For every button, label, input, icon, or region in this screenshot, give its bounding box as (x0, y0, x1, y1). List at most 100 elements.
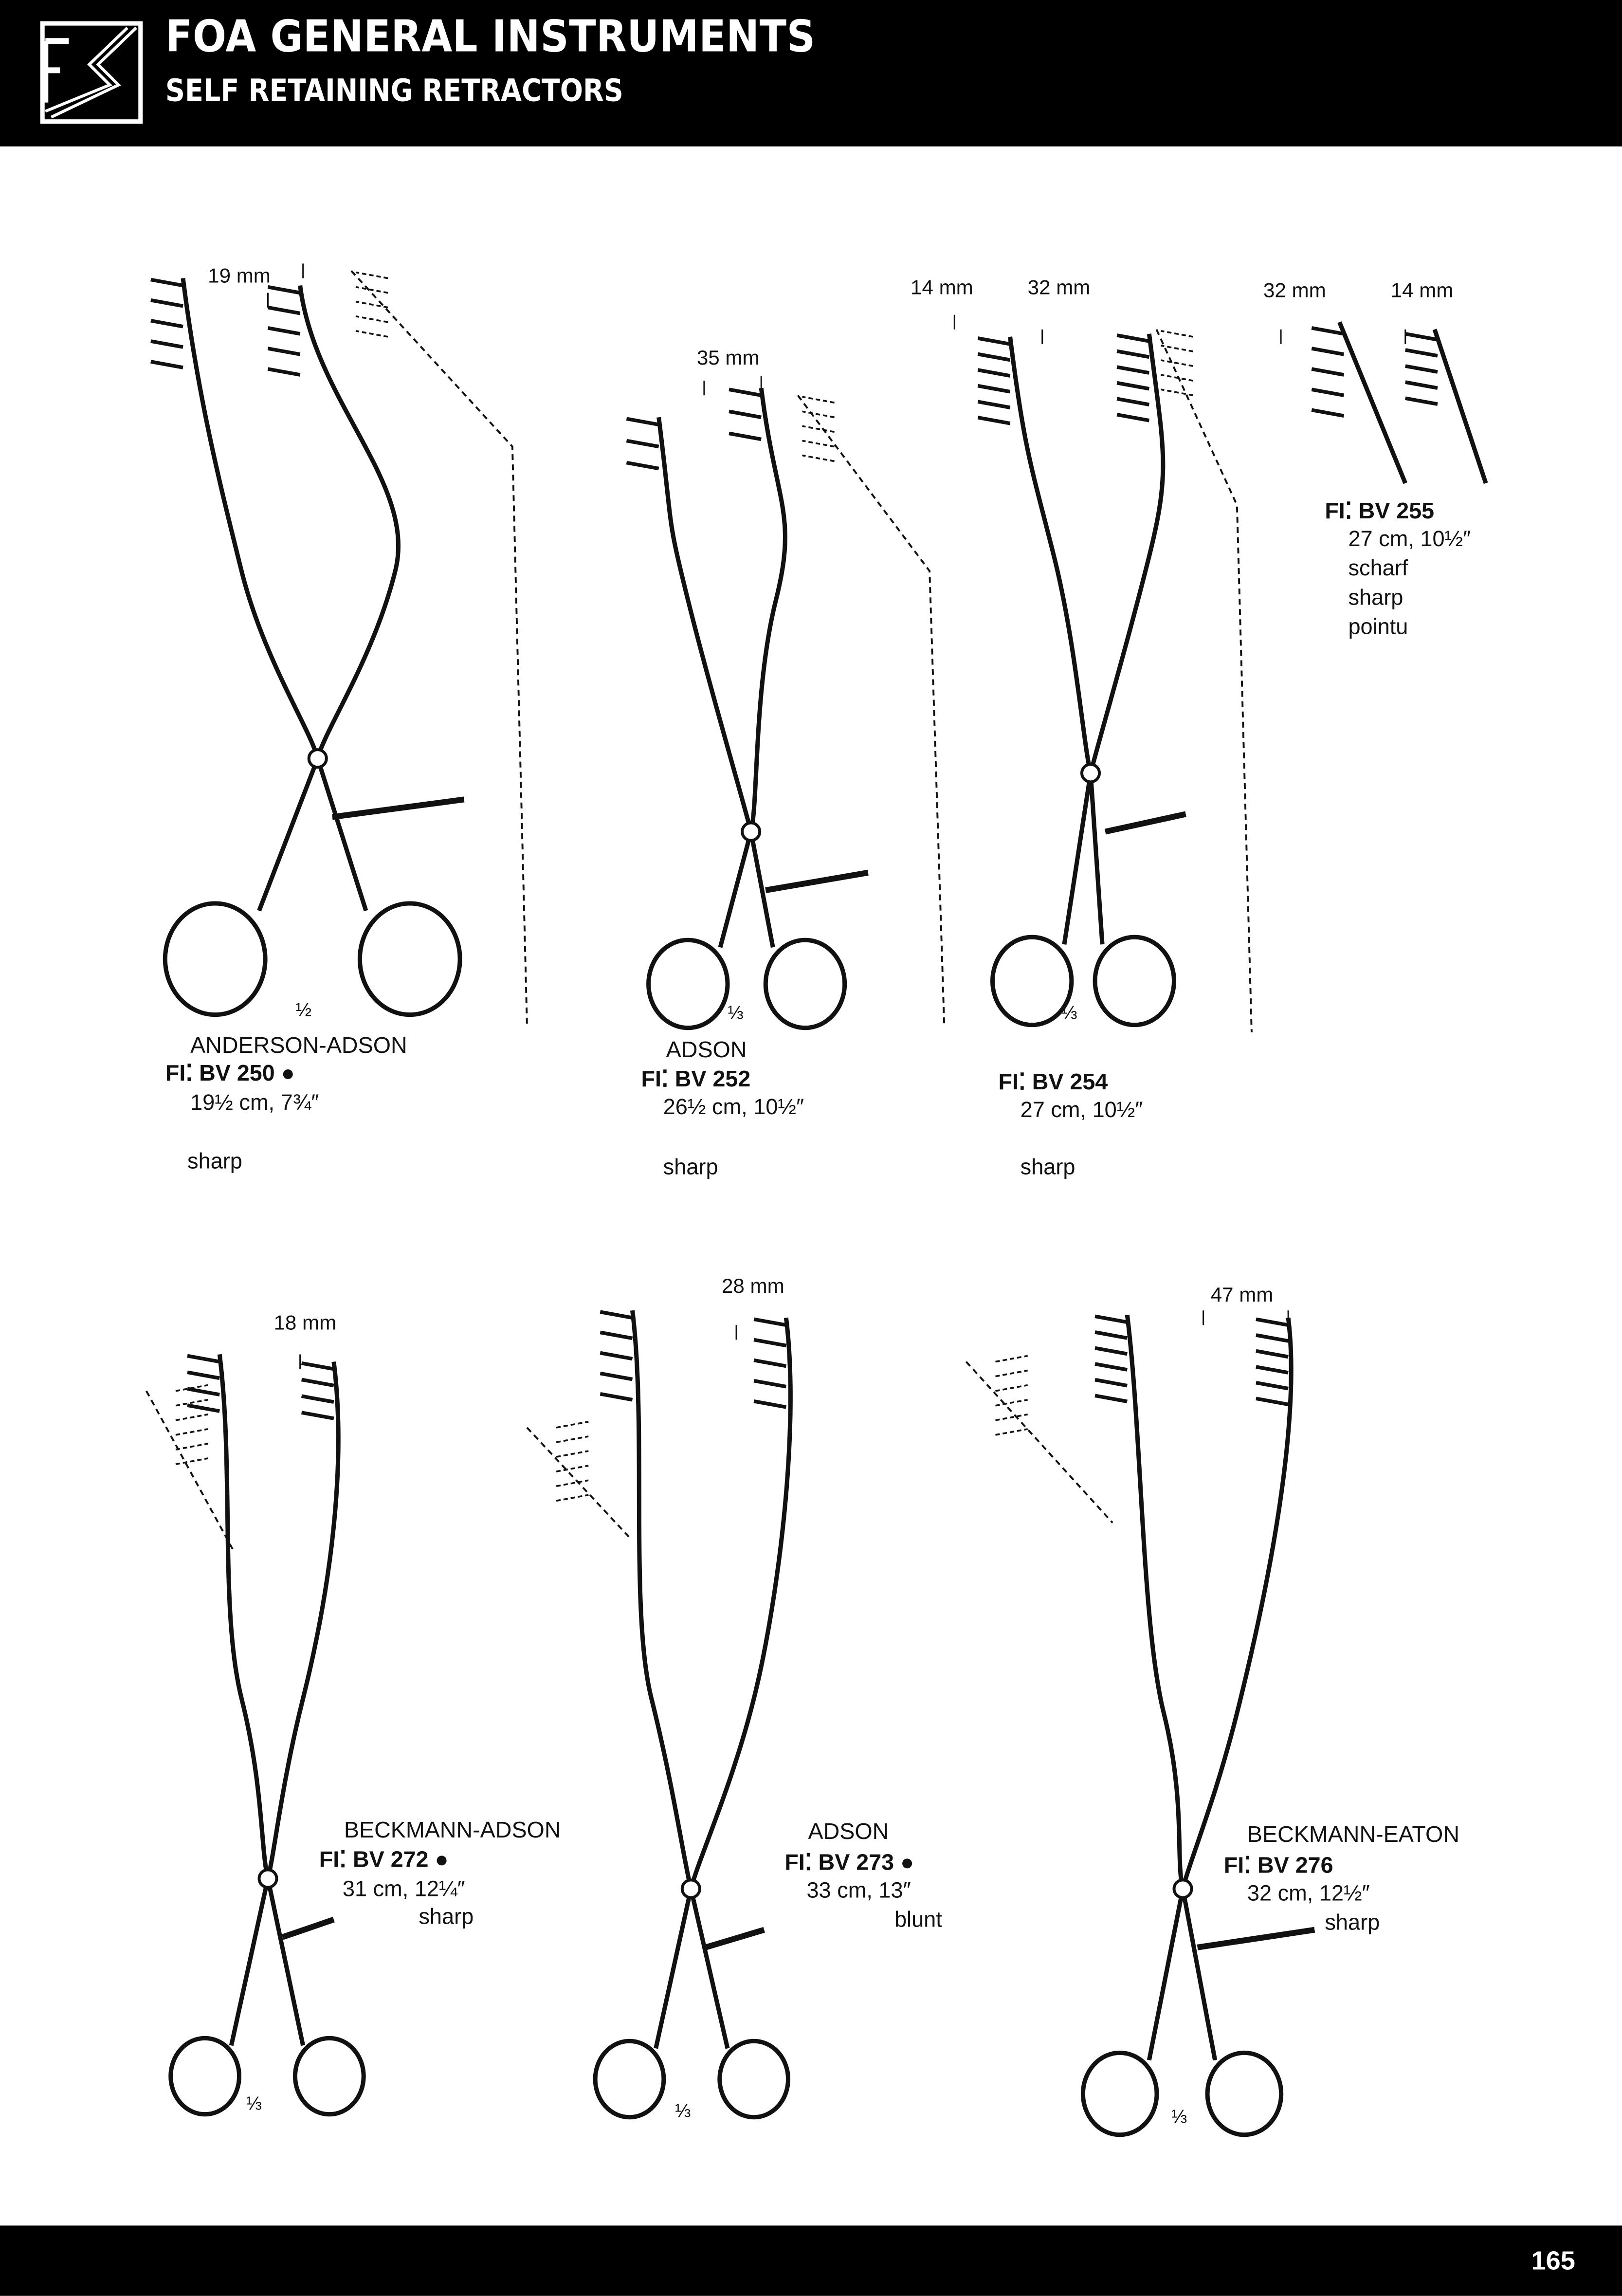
blade-tooth (1161, 330, 1193, 338)
product-code: FI⁚ BV 250 ● (165, 1061, 295, 1087)
blade-tooth (187, 1387, 220, 1396)
blade-tooth (626, 417, 659, 427)
retractor-arm-left (181, 277, 368, 912)
blade-tooth (1311, 367, 1345, 377)
finger-ring (593, 2039, 666, 2120)
blade-width-label: 32 mm (1263, 278, 1326, 302)
product-code: FI⁚ BV 254 (998, 1070, 1108, 1096)
page-footer: 165 (0, 2225, 1622, 2296)
blade-tooth (753, 1399, 787, 1409)
section-subtitle: SELF RETAINING RETRACTORS (165, 73, 623, 109)
blade-tooth (729, 387, 762, 397)
blade-tooth (267, 347, 301, 356)
blade-tooth (150, 339, 183, 349)
finger-ring (357, 901, 462, 1017)
finger-ring (717, 2039, 791, 2120)
blade-tooth (355, 286, 388, 294)
alternate-blade-dashed (797, 395, 946, 1025)
retractor-arm-left (217, 1354, 306, 2046)
blade-tooth (802, 410, 835, 419)
product-code: FI⁚ BV 273 ● (784, 1851, 914, 1876)
blade-tooth (977, 352, 1011, 362)
blade-tooth (626, 460, 659, 471)
finger-ring (163, 901, 268, 1017)
finger-ring (1205, 2050, 1284, 2137)
retractor-arm-right (654, 1317, 793, 2049)
blade-tooth (150, 319, 183, 329)
retractor-arm-right (718, 387, 787, 948)
blade-tooth (1405, 348, 1438, 358)
blade-tooth (1094, 1362, 1128, 1372)
product-name: BECKMANN-ADSON (344, 1818, 561, 1844)
blade-tooth (977, 368, 1011, 378)
blade-tooth (355, 315, 388, 323)
blade-tooth (600, 1392, 633, 1402)
blade-tooth (600, 1330, 633, 1341)
blade-tooth (1116, 381, 1150, 391)
blade-tooth (977, 336, 1011, 346)
blade-tooth (301, 1394, 334, 1404)
blade-tooth (753, 1358, 787, 1368)
product-name: BECKMANN-EATON (1247, 1823, 1460, 1848)
finger-ring (168, 2036, 242, 2117)
product-tip: blunt (894, 1908, 942, 1933)
blade-tooth (729, 431, 762, 441)
blade-tooth (753, 1338, 787, 1348)
blade-tooth (175, 1443, 208, 1451)
blade-tooth (995, 1369, 1028, 1378)
blade-tooth (1161, 388, 1193, 396)
alternate-blade-dashed (1155, 329, 1253, 1032)
product-size: 32 cm, 12½″ (1247, 1881, 1370, 1907)
blade-tooth (1405, 364, 1438, 374)
blade-tooth (355, 271, 388, 279)
blade-tooth (995, 1414, 1028, 1421)
product-size: 19½ cm, 7¾″ (190, 1091, 319, 1116)
blade-width-label: 28 mm (721, 1274, 784, 1298)
product-tip: sharp (1325, 1910, 1380, 1936)
blade-tooth (556, 1465, 589, 1472)
product-tip: pointu (1348, 615, 1408, 640)
blade-tooth (802, 425, 835, 433)
blade-tooth (1256, 1365, 1289, 1375)
product-tip: sharp (663, 1155, 718, 1180)
blade-tooth (995, 1398, 1028, 1407)
blade-tooth (1094, 1378, 1128, 1388)
ratchet-lock (1197, 1927, 1315, 1950)
retractor-arm-left (630, 1310, 730, 2049)
blade-tooth (995, 1384, 1028, 1392)
blade-tooth (355, 300, 388, 309)
alternate-blade-dashed (350, 270, 528, 1025)
blade-tooth (556, 1450, 589, 1458)
blade-tooth (150, 298, 183, 308)
blade-tooth (556, 1479, 589, 1487)
product-code: FI⁚ BV 272 ● (319, 1848, 449, 1873)
blade-tooth (977, 416, 1011, 425)
blade-tooth (175, 1457, 208, 1465)
pivot-screw-icon (741, 821, 762, 842)
blade-tooth (995, 1355, 1028, 1363)
product-tip: scharf (1348, 556, 1408, 582)
blade-tooth (187, 1354, 220, 1364)
blade-width-label: 18 mm (273, 1310, 337, 1334)
pivot-screw-icon (680, 1878, 701, 1899)
blade-tooth (187, 1370, 220, 1380)
blade-tooth (1311, 387, 1345, 397)
blade-tooth (977, 400, 1011, 409)
blade-tooth (626, 439, 659, 449)
product-tip: sharp (1020, 1155, 1075, 1180)
alternate-blade-dashed (965, 1361, 1113, 1524)
blade-width-label: 19 mm (208, 263, 271, 287)
product-code: FI⁚ BV 252 (641, 1067, 751, 1093)
blade-width-label: 32 mm (1027, 275, 1091, 299)
blade-tooth (556, 1435, 589, 1443)
ratchet-lock (705, 1927, 765, 1950)
catalog-title: FOA GENERAL INSTRUMENTS (165, 12, 816, 63)
blade-tooth (267, 285, 301, 295)
blade-tooth (1311, 326, 1345, 336)
scale-label: ⅓ (246, 2092, 262, 2114)
blade-tooth (175, 1428, 208, 1436)
product-code: FI⁚ BV 276 (1223, 1854, 1333, 1879)
product-name: ADSON (666, 1038, 747, 1063)
blade-tooth (977, 384, 1011, 394)
